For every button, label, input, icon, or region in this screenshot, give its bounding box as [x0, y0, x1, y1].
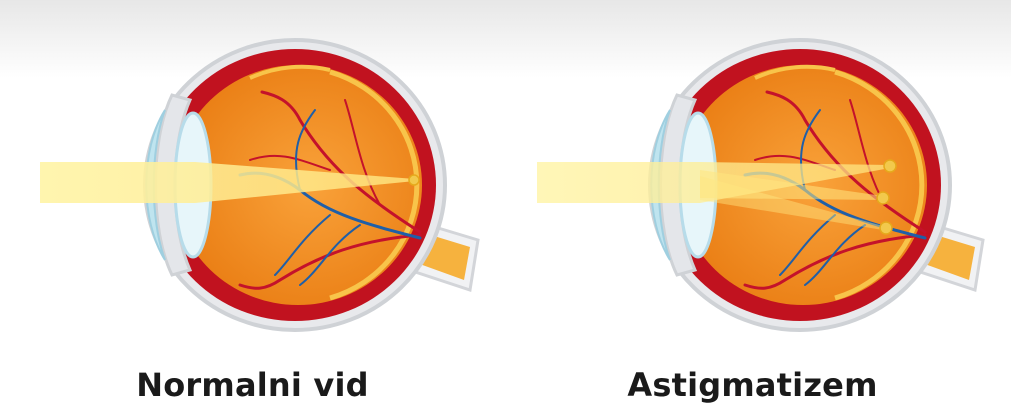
focal-point	[884, 160, 896, 172]
caption-astigmatism: Astigmatizem	[500, 366, 1005, 404]
caption-normal-vision: Normalni vid	[0, 366, 505, 404]
focal-point	[409, 175, 419, 185]
focal-point	[880, 222, 892, 234]
eye-cross-section-icon	[0, 0, 505, 360]
eye-cross-section-icon	[500, 0, 1005, 360]
diagram-astigmatism: Astigmatizem	[500, 0, 1005, 414]
diagram-normal-vision: Normalni vid	[0, 0, 505, 414]
focal-point	[877, 192, 889, 204]
